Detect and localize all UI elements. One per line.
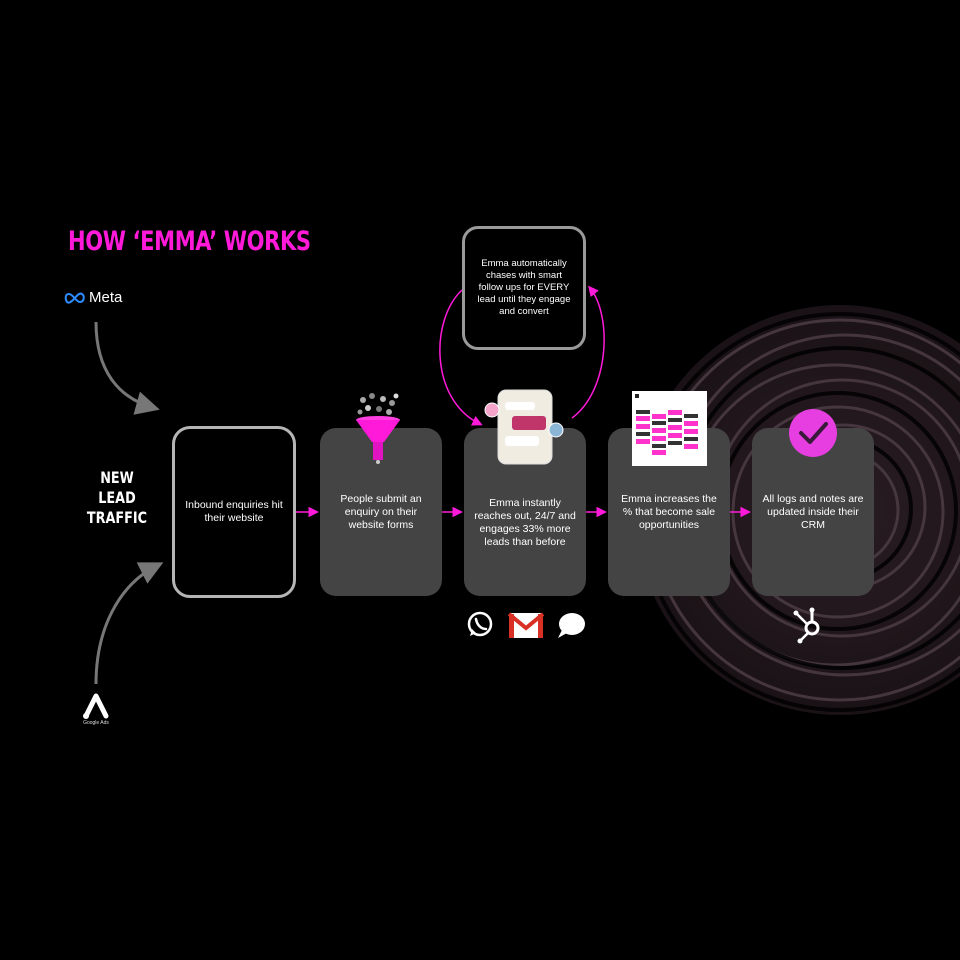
- step-card-outreach: Emma instantly reaches out, 24/7 and eng…: [464, 428, 586, 596]
- google-ads-logo: Google Ads: [80, 718, 112, 726]
- kanban-board-image: [632, 391, 707, 466]
- loop-arrow-left: [439, 289, 483, 426]
- step-text: Emma instantly reaches out, 24/7 and eng…: [474, 497, 576, 548]
- funnel-icon: [356, 393, 400, 464]
- google-ads-label: Google Ads: [83, 720, 109, 726]
- hubspot-icon: [793, 607, 820, 644]
- check-circle-icon: [789, 409, 837, 457]
- followup-box: Emma automatically chases with smart fol…: [462, 226, 586, 350]
- step-card-website: Inbound enquiries hit their website: [172, 426, 296, 598]
- meta-label: Meta: [89, 289, 123, 306]
- page-title: HOW ‘EMMA’ WORKS: [68, 226, 311, 257]
- google-ads-icon: [83, 693, 109, 719]
- meta-arrow: [94, 321, 160, 415]
- step-text: Inbound enquiries hit their website: [185, 499, 283, 524]
- google-arrow: [94, 562, 164, 685]
- whatsapp-icon: [467, 611, 493, 637]
- step-text: All logs and notes are updated inside th…: [762, 492, 864, 531]
- step-text: People submit an enquiry on their websit…: [340, 492, 422, 531]
- step-text: Emma increases the % that become sale op…: [621, 492, 717, 531]
- meta-infinity-icon: [64, 292, 85, 304]
- followup-text: Emma automatically chases with smart fol…: [477, 258, 571, 317]
- new-lead-traffic-label: NEW LEAD TRAFFIC: [86, 468, 148, 527]
- loop-arrow-right: [571, 285, 605, 419]
- gmail-icon: [507, 612, 545, 638]
- phone-chat-icon: [484, 389, 564, 465]
- meta-logo: Meta: [64, 289, 122, 306]
- chat-bubble-icon: [558, 613, 585, 638]
